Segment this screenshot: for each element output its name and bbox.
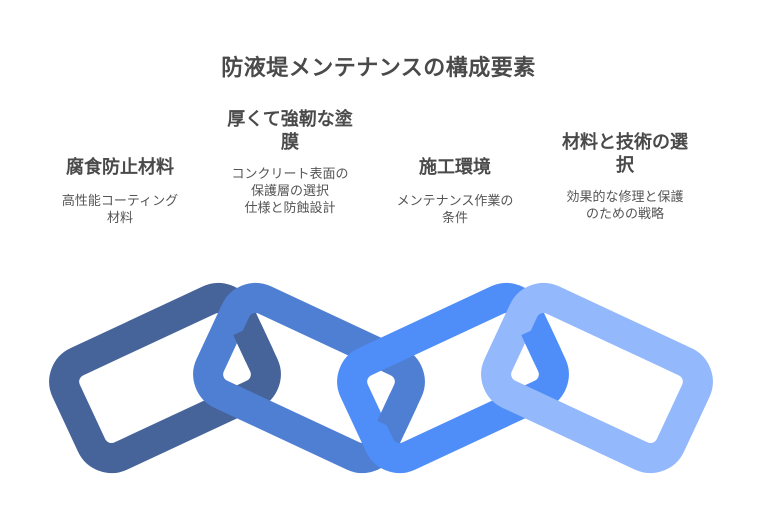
component-title: 腐食防止材料 [66,157,174,178]
chain-link-1-overlap [233,322,274,363]
chain-link-shape [481,282,713,474]
chain-link-4 [481,282,713,474]
description-line: 仕様と防蝕設計 [244,201,336,216]
component-description: コンクリート表面の 保護層の選択 仕様と防蝕設計 [210,166,370,217]
chain-link-overlap [233,322,274,363]
description-line: 保護層の選択 [250,184,329,199]
component-description: 効果的な修理と保護 のための戦略 [545,189,705,223]
component-title: 材料と技術の選 択 [545,131,705,177]
description-line: コンクリート表面の [231,167,349,182]
description-line: 高性能コーティング [61,194,179,209]
diagram-title: 防液堤メンテナンスの構成要素 [221,56,536,81]
chain-link-overlap [377,393,418,434]
component-description: メンテナンス作業の 条件 [375,193,535,227]
description-line: のための戦略 [585,207,664,222]
title-line: 厚くて強靭な塗 [227,109,353,130]
component-corrosion-materials: 腐食防止材料 高性能コーティング 材料 [40,156,200,227]
title-line: 択 [616,155,634,176]
title-line: 膜 [281,132,299,153]
chain-link-3-overlap [521,322,562,363]
component-title: 厚くて強靭な塗 膜 [210,108,370,154]
description-line: 効果的な修理と保護 [566,190,684,205]
description-line: メンテナンス作業の [396,194,514,209]
component-work-environment: 施工環境 メンテナンス作業の 条件 [375,156,535,227]
title-line: 材料と技術の選 [562,132,688,153]
description-line: 材料 [106,211,133,226]
component-description: 高性能コーティング 材料 [40,193,200,227]
component-thick-coating: 厚くて強靭な塗 膜 コンクリート表面の 保護層の選択 仕様と防蝕設計 [210,108,370,217]
component-material-selection: 材料と技術の選 択 効果的な修理と保護 のための戦略 [545,131,705,223]
chain-link-2-overlap [377,393,418,434]
component-title: 施工環境 [419,157,491,178]
description-line: 条件 [441,211,468,226]
chain-link-overlap [521,322,562,363]
